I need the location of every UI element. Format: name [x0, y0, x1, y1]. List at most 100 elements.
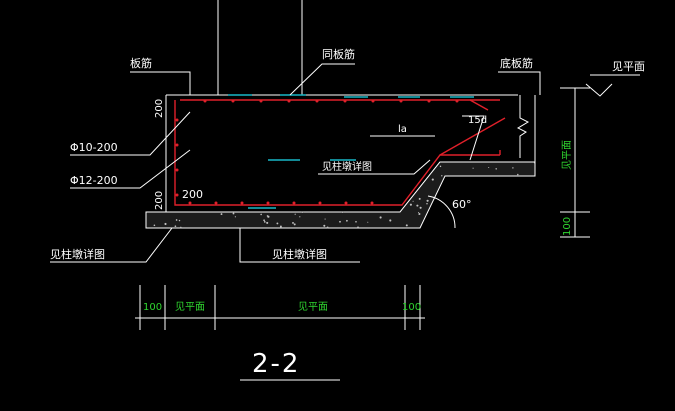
hatch-dot — [260, 213, 262, 216]
hatch-dot — [389, 219, 392, 222]
la-label: la — [398, 124, 407, 135]
see-column-pier-left-label: 见柱墩详图 — [50, 247, 105, 261]
bottom-slab-rebar-label: 底板筋 — [500, 56, 533, 70]
slab-dashes — [228, 94, 474, 209]
hatch-dot — [220, 213, 223, 216]
hatch-dot — [418, 212, 421, 216]
rebar-phi12-label: Φ12-200 — [70, 174, 118, 187]
hatch-dot — [279, 225, 282, 228]
rebar-phi10-label: Φ10-200 — [70, 141, 118, 154]
hatch-dot — [426, 199, 429, 202]
dim-200-left-mid: 200 — [154, 191, 165, 210]
hatch-dot — [263, 219, 265, 222]
hatch-dot — [266, 221, 269, 224]
rebar-dot — [315, 99, 319, 103]
see-plan-vertical-label: 见平面 — [561, 140, 573, 170]
dim-100-left-label: 100 — [143, 302, 162, 313]
hatch-dot — [293, 223, 296, 226]
hatch-dot — [426, 203, 428, 205]
slab-rebar-label: 板筋 — [130, 56, 152, 70]
hatch-dot — [323, 224, 326, 227]
hatch-dot — [409, 203, 412, 206]
hatch-dot — [232, 212, 235, 215]
rebar-dot — [287, 99, 291, 103]
hatch-dot — [263, 221, 266, 223]
hatch-dot — [180, 226, 182, 229]
hatch-dot — [488, 166, 490, 169]
see-plan-bottom-mid-label: 见平面 — [298, 301, 328, 313]
dim-100-right-label: 100 — [402, 302, 421, 313]
hatch-dot — [405, 224, 408, 227]
hatch-dot — [267, 215, 270, 218]
hatch-dot — [346, 219, 348, 222]
rebar-dot — [188, 201, 192, 205]
dim-100-vertical-label: 100 — [562, 217, 573, 236]
rebar-dot — [455, 99, 459, 103]
hatch-dot — [299, 216, 301, 218]
rebar-dot — [175, 193, 179, 197]
hatch-dot — [175, 219, 178, 221]
see-plan-top-label: 见平面 — [612, 60, 645, 73]
rebar-dot — [231, 99, 235, 103]
hatch-dot — [326, 226, 329, 229]
hatch-dot — [418, 197, 421, 200]
rebar-dot — [370, 201, 374, 205]
hatch-dot — [495, 168, 497, 170]
section-title: 2-2 — [252, 349, 300, 379]
rebar-dot — [259, 99, 263, 103]
rebar-dot — [399, 99, 403, 103]
hatch-dot — [339, 220, 341, 223]
rebar-dot — [427, 99, 431, 103]
rebar-dot — [175, 118, 179, 122]
hatch-dot — [294, 213, 296, 215]
rebar-dots — [175, 99, 459, 205]
see-column-pier-right-label: 见柱墩详图 — [322, 160, 372, 173]
rebar-dot — [240, 201, 244, 205]
hatch-dot — [357, 226, 359, 229]
rebar-dot — [318, 201, 322, 205]
hatch-dot — [441, 175, 443, 177]
rebar-dot — [175, 143, 179, 147]
rebar-dot — [203, 99, 207, 103]
break-line — [516, 95, 530, 158]
rebar-dot — [266, 201, 270, 205]
hatch-dot — [439, 165, 442, 168]
hatch-dot — [178, 219, 181, 222]
hatch-dot — [367, 221, 369, 223]
hatch-dot — [416, 204, 419, 207]
hatch-dot — [153, 224, 156, 227]
hatch-dot — [379, 216, 382, 219]
dim-200-inner: 200 — [182, 188, 203, 201]
hatch-dot — [431, 178, 434, 181]
see-plan-bottom-left-label: 见平面 — [175, 301, 205, 313]
d15-label: 15d — [468, 115, 487, 126]
hatch-dot — [276, 222, 279, 225]
hatch-dot — [412, 200, 414, 202]
rebar-dot — [344, 201, 348, 205]
hatch-dot — [292, 221, 294, 224]
hatch-dot — [234, 216, 236, 218]
hatch-dot — [418, 211, 420, 214]
rebar-dot — [371, 99, 375, 103]
rebar-dot — [343, 99, 347, 103]
same-slab-rebar-label: 同板筋 — [322, 47, 355, 61]
concrete-pad — [145, 161, 536, 229]
hatch-dot — [324, 218, 326, 220]
angle-label: 60° — [452, 198, 472, 211]
rebar-dot — [292, 201, 296, 205]
hatch-dot — [512, 167, 514, 169]
hatch-dot — [341, 211, 344, 213]
hatch-dot — [301, 211, 304, 213]
hatch-dot — [174, 225, 177, 228]
annotation-lines — [50, 63, 640, 381]
dim-200-left-top: 200 — [154, 99, 165, 118]
see-column-pier-bottom-label: 见柱墩详图 — [272, 247, 327, 261]
hatch-dot — [164, 222, 167, 226]
rebar-dot — [214, 201, 218, 205]
hatch-dot — [355, 220, 357, 223]
top-leaders — [217, 0, 303, 95]
rebar-dot — [175, 168, 179, 172]
hatch-dot — [419, 206, 422, 209]
hatch-dot — [517, 173, 519, 176]
